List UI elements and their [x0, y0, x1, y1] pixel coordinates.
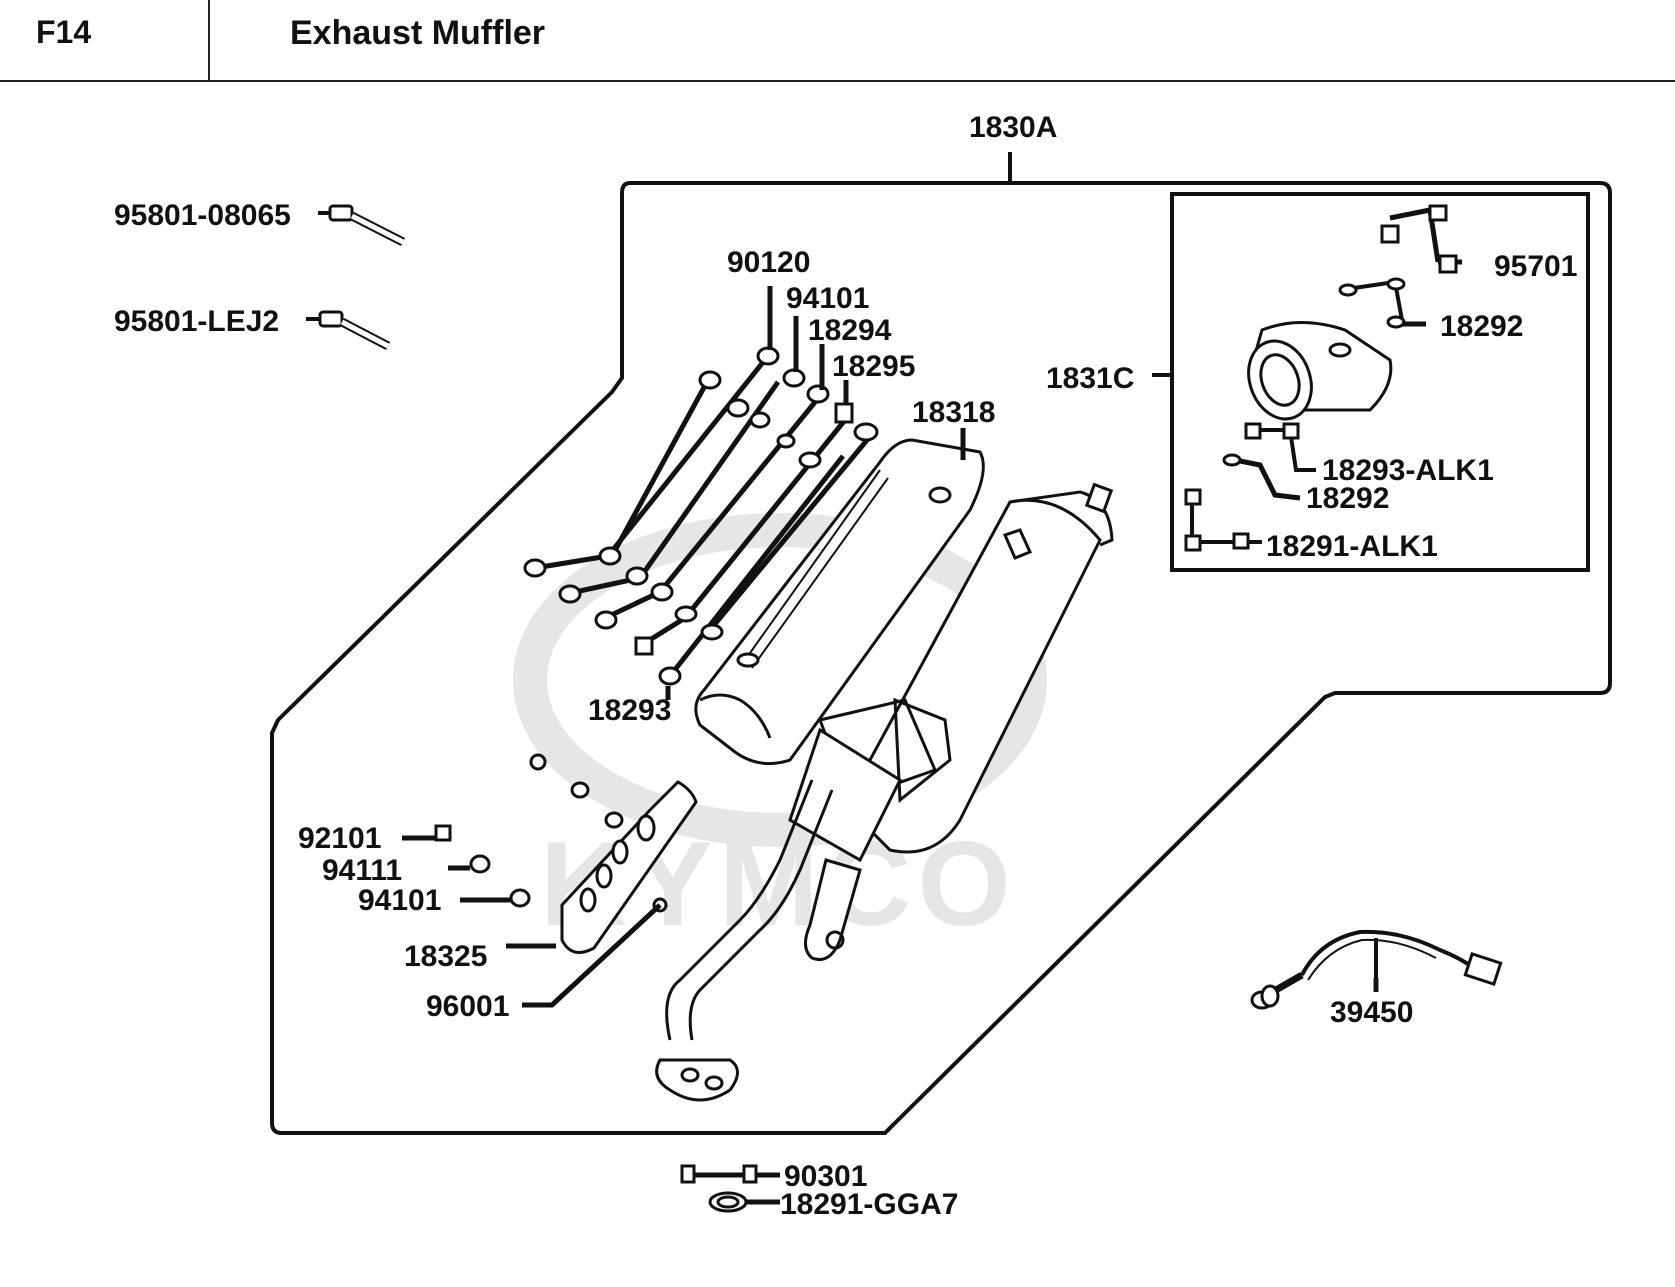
nuts-90301	[680, 1164, 780, 1184]
clips-18291-ALK1	[1184, 488, 1262, 552]
section-code: F14	[36, 14, 92, 50]
oxygen-sensor-39450	[1250, 929, 1503, 1010]
label-18292-lower: 18292	[1306, 482, 1389, 515]
label-18291-ALK1: 18291-ALK1	[1266, 530, 1438, 563]
label-94101: 94101	[786, 282, 869, 315]
label-95701: 95701	[1494, 250, 1577, 283]
exhaust-pipe	[655, 779, 862, 1102]
part-labels: 1830A 95801-08065 95801-LEJ2 90120 94101…	[114, 111, 1577, 1221]
label-18318: 18318	[912, 396, 995, 429]
label-39450: 39450	[1330, 996, 1413, 1029]
page-title: Exhaust Muffler	[290, 14, 546, 52]
subassembly-1831C-box	[1170, 192, 1590, 572]
leader-lines	[402, 286, 1379, 1008]
label-90301: 90301	[784, 1160, 867, 1193]
label-96001: 96001	[426, 990, 509, 1023]
label-95801-08065: 95801-08065	[114, 199, 291, 232]
mounting-hardware-stack	[523, 346, 879, 686]
bolt-95801-08065	[328, 204, 406, 247]
gasket-18292-lower	[1222, 453, 1301, 501]
label-1831C: 1831C	[1046, 362, 1134, 395]
header: F14 Exhaust Muffler	[0, 0, 1675, 82]
label-18291-GGA7: 18291-GGA7	[780, 1188, 958, 1221]
label-18292-upper: 18292	[1440, 310, 1523, 343]
label-18294: 18294	[808, 314, 892, 347]
label-18325: 18325	[404, 940, 487, 973]
bolt-95801-LEJ2	[318, 310, 391, 350]
label-95801-LEJ2: 95801-LEJ2	[114, 305, 279, 338]
gasket-18291-GGA7	[708, 1191, 780, 1213]
gasket-18292-upper	[1338, 277, 1426, 329]
header-underline	[0, 80, 1675, 82]
label-18295: 18295	[832, 350, 915, 383]
label-94111: 94111	[322, 854, 402, 887]
cap-bolts-95701	[1380, 204, 1462, 274]
label-1830A: 1830A	[969, 111, 1057, 144]
heat-shield-18318	[694, 438, 985, 766]
tail-cap-1831C	[1247, 321, 1393, 421]
label-18293: 18293	[588, 694, 671, 727]
header-divider	[208, 0, 210, 82]
small-hardware	[434, 753, 624, 908]
clips-18293-ALK1	[1244, 422, 1316, 472]
label-18293-ALK1: 18293-ALK1	[1322, 454, 1494, 487]
label-94101-lower: 94101	[358, 884, 441, 917]
label-90120: 90120	[727, 246, 810, 279]
assembly-1830A-outline	[270, 181, 1612, 1135]
label-92101: 92101	[298, 822, 381, 855]
